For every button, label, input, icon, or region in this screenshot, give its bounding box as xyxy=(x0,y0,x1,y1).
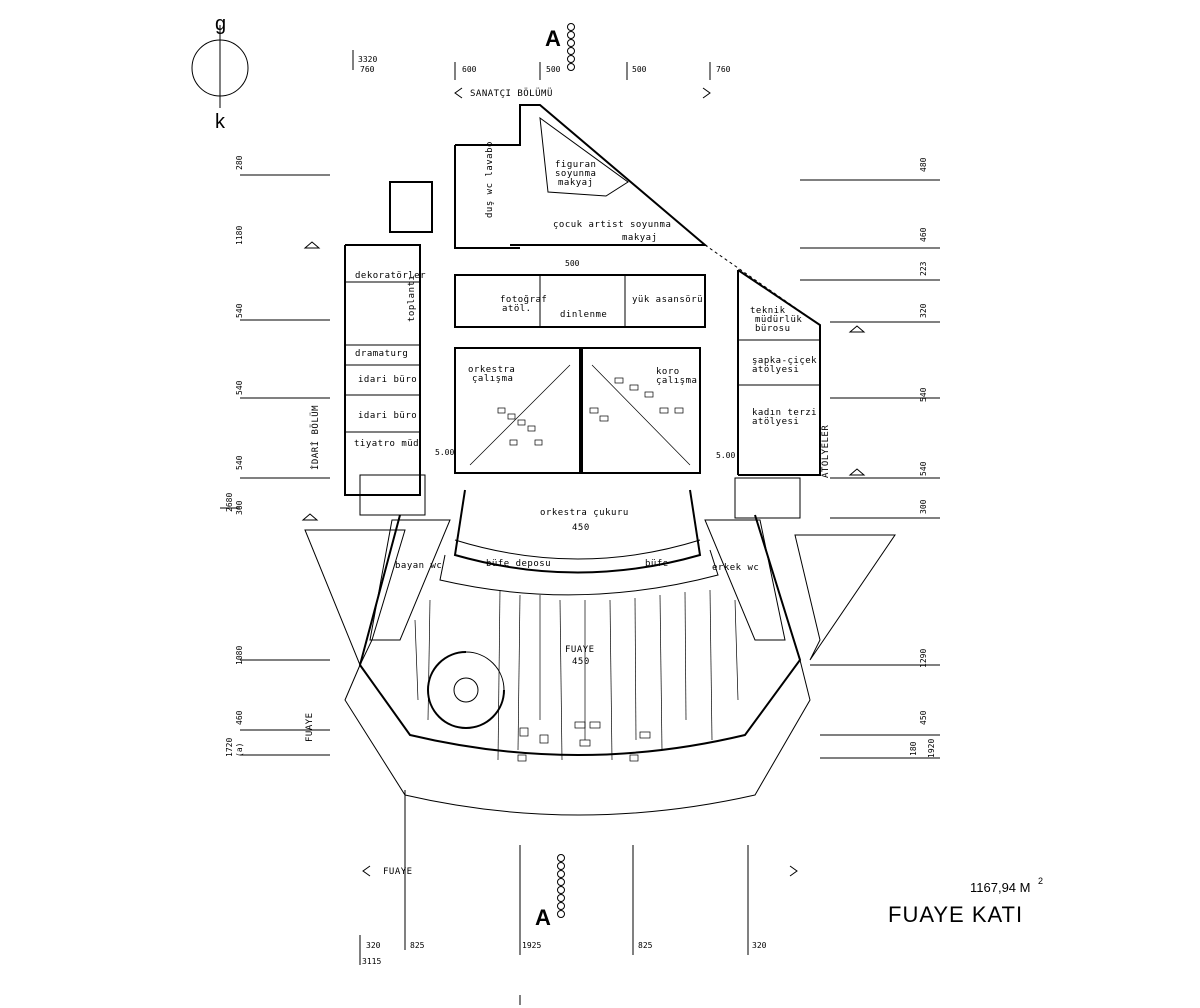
room-koro-2: çalışma xyxy=(656,376,697,386)
svg-text:2680: 2680 xyxy=(225,493,234,512)
room-orkestra-area: 450 xyxy=(572,523,590,533)
svg-text:760: 760 xyxy=(716,65,731,74)
svg-text:480: 480 xyxy=(919,157,928,172)
room-teknik-3: bürosu xyxy=(755,324,791,334)
floor-area: 1167,94 M xyxy=(970,880,1030,895)
room-teknik-1: teknik xyxy=(750,306,786,316)
room-fuaye-area: 450 xyxy=(572,657,590,667)
room-yuk: yük asansörü xyxy=(632,295,703,305)
room-bufe-depo: büfe deposu xyxy=(486,559,551,569)
svg-text:223: 223 xyxy=(919,261,928,276)
svg-text:1180: 1180 xyxy=(235,226,244,245)
room-cocuk: çocuk artist soyunma xyxy=(553,220,671,230)
svg-text:500: 500 xyxy=(632,65,647,74)
svg-text:180: 180 xyxy=(909,741,918,756)
room-bayan: bayan wc xyxy=(395,561,442,571)
room-toplanti: toplantı xyxy=(407,275,417,322)
room-figuran-2: soyunma xyxy=(555,169,596,179)
north-arrow-icon: g k xyxy=(191,13,249,133)
room-kadin-2: atölyesi xyxy=(752,417,799,427)
svg-text:540: 540 xyxy=(235,455,244,470)
svg-text:320: 320 xyxy=(752,941,767,950)
north-top-label: g xyxy=(215,13,227,35)
room-idari-1: idari büro xyxy=(358,375,417,385)
north-bottom-label: k xyxy=(215,111,226,133)
room-dekoratorler: dekoratörler xyxy=(355,271,426,281)
svg-text:300: 300 xyxy=(919,499,928,514)
section-label-idari: İDARİ BÖLÜM xyxy=(310,405,321,470)
svg-text:1925: 1925 xyxy=(522,941,541,950)
room-orkestra-cal-1: orkestra xyxy=(468,365,515,375)
level-markers xyxy=(301,241,866,521)
svg-text:1080: 1080 xyxy=(235,646,244,665)
room-figuran-1: figuran xyxy=(555,160,596,170)
building-walls xyxy=(304,104,896,816)
room-fotograf-2: atöl. xyxy=(502,304,532,314)
room-koro-1: koro xyxy=(656,367,680,377)
left-dimensions: 280 1180 540 540 540 300 2680 1080 460 1… xyxy=(220,155,330,757)
bottom-dimensions: 320 3115 825 1925 825 320 xyxy=(359,790,767,1005)
svg-text:320: 320 xyxy=(919,303,928,318)
svg-text:540: 540 xyxy=(235,380,244,395)
svg-text:540: 540 xyxy=(919,387,928,402)
svg-text:3320: 3320 xyxy=(358,55,377,64)
room-orkestra-cukuru: orkestra çukuru xyxy=(540,508,629,518)
svg-text:460: 460 xyxy=(919,227,928,242)
inner-dim-5-right: 5.00 xyxy=(716,451,735,460)
svg-text:3115: 3115 xyxy=(362,957,381,966)
room-cocuk-2: makyaj xyxy=(622,233,658,243)
room-erkek: erkek wc xyxy=(712,563,759,573)
room-sapka-1: şapka-çiçek xyxy=(752,356,817,366)
room-dinlenme: dinlenme xyxy=(560,310,607,320)
svg-text:825: 825 xyxy=(410,941,425,950)
room-idari-2: idari büro xyxy=(358,411,417,421)
room-sapka-2: atölyesi xyxy=(752,365,799,375)
svg-text:540: 540 xyxy=(919,461,928,476)
svg-text:460: 460 xyxy=(235,710,244,725)
right-dimensions: 480 460 223 320 540 540 300 1290 450 180… xyxy=(800,157,940,759)
section-marker-top: A xyxy=(545,23,575,71)
svg-text:A: A xyxy=(535,905,551,930)
room-orkestra-cal-2: çalışma xyxy=(472,374,513,384)
svg-text:500: 500 xyxy=(546,65,561,74)
room-dus: duş wc lavabo xyxy=(485,141,495,218)
svg-text:(a): (a) xyxy=(235,743,244,757)
svg-text:300: 300 xyxy=(235,500,244,515)
svg-text:825: 825 xyxy=(638,941,653,950)
svg-text:1920: 1920 xyxy=(927,739,936,758)
svg-text:320: 320 xyxy=(366,941,381,950)
svg-text:540: 540 xyxy=(235,303,244,318)
section-label-fuaye-bottom: FUAYE xyxy=(362,865,798,877)
page-title: FUAYE KATI xyxy=(888,902,1023,927)
room-tiyatro: tiyatro müd xyxy=(354,439,419,449)
svg-text:600: 600 xyxy=(462,65,477,74)
svg-text:1720: 1720 xyxy=(225,738,234,757)
section-marker-bottom: A xyxy=(535,854,565,930)
svg-text:FUAYE: FUAYE xyxy=(383,867,413,877)
room-bufe: büfe xyxy=(645,559,669,569)
svg-text:A: A xyxy=(545,26,561,51)
room-fotograf-1: fotoğraf xyxy=(500,295,547,305)
section-label-fuaye-side: FUAYE xyxy=(305,712,315,742)
svg-text:450: 450 xyxy=(919,710,928,725)
room-labels: figuran soyunma makyaj çocuk artist soyu… xyxy=(354,141,817,667)
foyer-hatching xyxy=(414,589,739,761)
room-figuran-3: makyaj xyxy=(558,178,594,188)
inner-dim-5-left: 5.00 xyxy=(435,448,454,457)
floor-area-unit-sup: 2 xyxy=(1038,876,1043,886)
room-dramaturg: dramaturg xyxy=(355,349,408,359)
svg-text:760: 760 xyxy=(360,65,375,74)
furniture xyxy=(497,377,684,762)
section-label-atolyeler: ATÖLYELER xyxy=(820,425,831,478)
svg-text:280: 280 xyxy=(235,155,244,170)
inner-dim-500: 500 xyxy=(565,259,580,268)
room-kadin-1: kadın terzi xyxy=(752,408,817,418)
room-teknik-2: müdürlük xyxy=(755,315,802,325)
svg-text:SANATÇI BÖLÜMÜ: SANATÇI BÖLÜMÜ xyxy=(470,88,553,99)
top-dimensions: 3320 760 600 500 500 760 xyxy=(352,50,731,80)
room-fuaye: FUAYE xyxy=(565,645,595,655)
section-label-sanatci: SANATÇI BÖLÜMÜ xyxy=(454,87,711,99)
svg-text:1290: 1290 xyxy=(919,649,928,668)
